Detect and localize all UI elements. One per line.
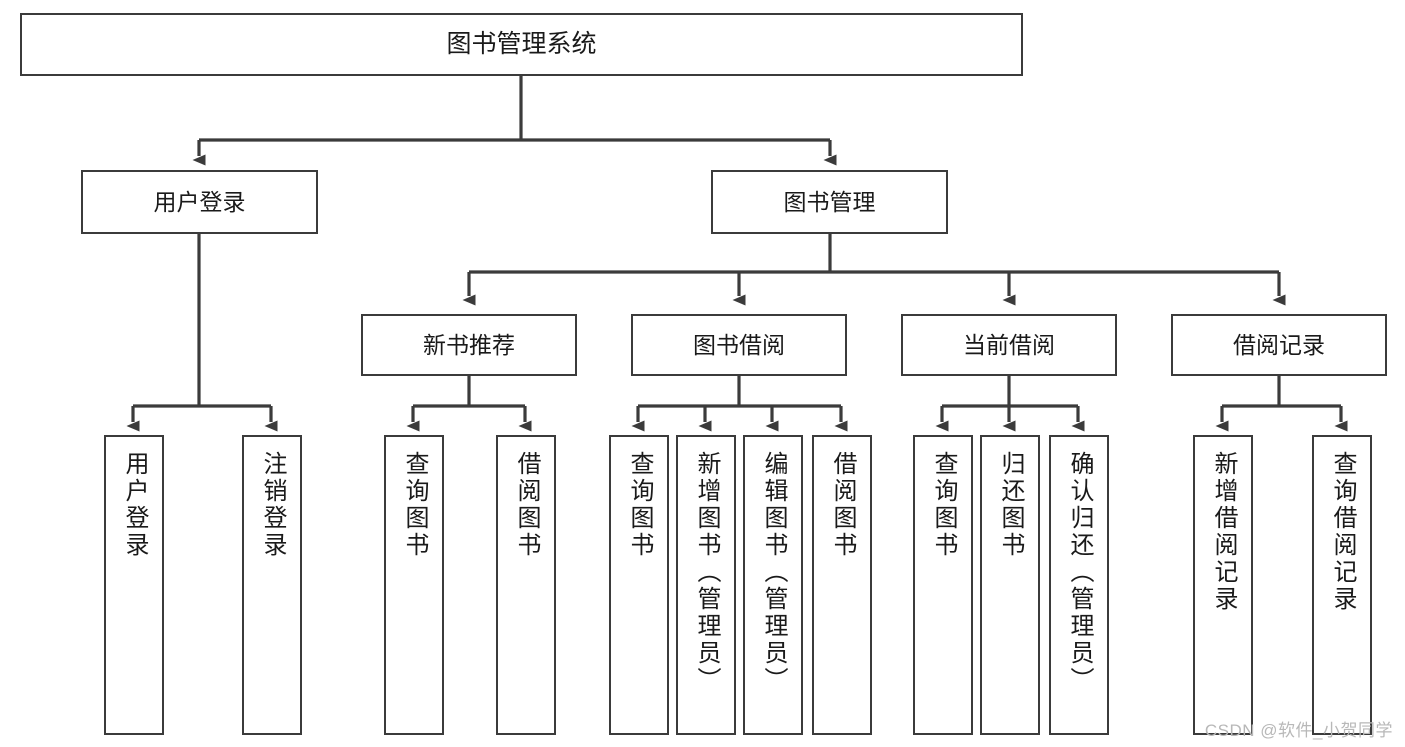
leaf-logout[interactable]: 注销登录 <box>242 435 302 735</box>
leaf-add-borrow-record[interactable]: 新增借阅记录 <box>1193 435 1253 735</box>
node-borrow-records-label: 借阅记录 <box>1233 331 1325 358</box>
leaf-search-books-current[interactable]: 查询图书 <box>913 435 973 735</box>
leaf-add-book-admin[interactable]: 新增图书（管理员） <box>676 435 736 735</box>
node-book-management[interactable]: 图书管理 <box>711 170 948 234</box>
leaf-user-login[interactable]: 用户登录 <box>104 435 164 735</box>
leaf-return-books[interactable]: 归还图书 <box>980 435 1040 735</box>
leaf-search-books-recommend-label: 查询图书 <box>401 451 428 559</box>
node-book-management-label: 图书管理 <box>783 188 876 215</box>
node-new-book-recommend-label: 新书推荐 <box>423 331 515 358</box>
leaf-search-books-borrow-label: 查询图书 <box>626 451 653 559</box>
node-book-borrow[interactable]: 图书借阅 <box>631 314 847 376</box>
leaf-user-login-label: 用户登录 <box>121 451 148 559</box>
leaf-add-borrow-record-label: 新增借阅记录 <box>1210 451 1237 613</box>
leaf-search-books-recommend[interactable]: 查询图书 <box>384 435 444 735</box>
node-current-borrow-label: 当前借阅 <box>963 331 1055 358</box>
leaf-search-borrow-record[interactable]: 查询借阅记录 <box>1312 435 1372 735</box>
leaf-edit-book-admin[interactable]: 编辑图书（管理员） <box>743 435 803 735</box>
leaf-return-books-label: 归还图书 <box>997 451 1024 559</box>
leaf-confirm-return-admin[interactable]: 确认归还（管理员） <box>1049 435 1109 735</box>
leaf-borrow-books-borrow-label: 借阅图书 <box>829 451 856 559</box>
leaf-search-books-borrow[interactable]: 查询图书 <box>609 435 669 735</box>
watermark: CSDN @软件_小贺同学 <box>1204 721 1393 740</box>
leaf-add-book-admin-label: 新增图书（管理员） <box>693 451 720 694</box>
node-current-borrow[interactable]: 当前借阅 <box>901 314 1117 376</box>
node-user-login[interactable]: 用户登录 <box>81 170 318 234</box>
node-borrow-records[interactable]: 借阅记录 <box>1171 314 1387 376</box>
node-root-label: 图书管理系统 <box>446 29 597 58</box>
leaf-borrow-books-recommend[interactable]: 借阅图书 <box>496 435 556 735</box>
node-book-borrow-label: 图书借阅 <box>693 331 785 358</box>
leaf-borrow-books-recommend-label: 借阅图书 <box>513 451 540 559</box>
node-new-book-recommend[interactable]: 新书推荐 <box>361 314 577 376</box>
leaf-borrow-books-borrow[interactable]: 借阅图书 <box>812 435 872 735</box>
leaf-edit-book-admin-label: 编辑图书（管理员） <box>760 451 787 694</box>
leaf-search-books-current-label: 查询图书 <box>930 451 957 559</box>
leaf-search-borrow-record-label: 查询借阅记录 <box>1329 451 1356 613</box>
node-user-login-label: 用户登录 <box>153 188 246 215</box>
leaf-confirm-return-admin-label: 确认归还（管理员） <box>1066 451 1093 694</box>
node-root[interactable]: 图书管理系统 <box>20 13 1023 76</box>
leaf-logout-label: 注销登录 <box>259 451 286 559</box>
